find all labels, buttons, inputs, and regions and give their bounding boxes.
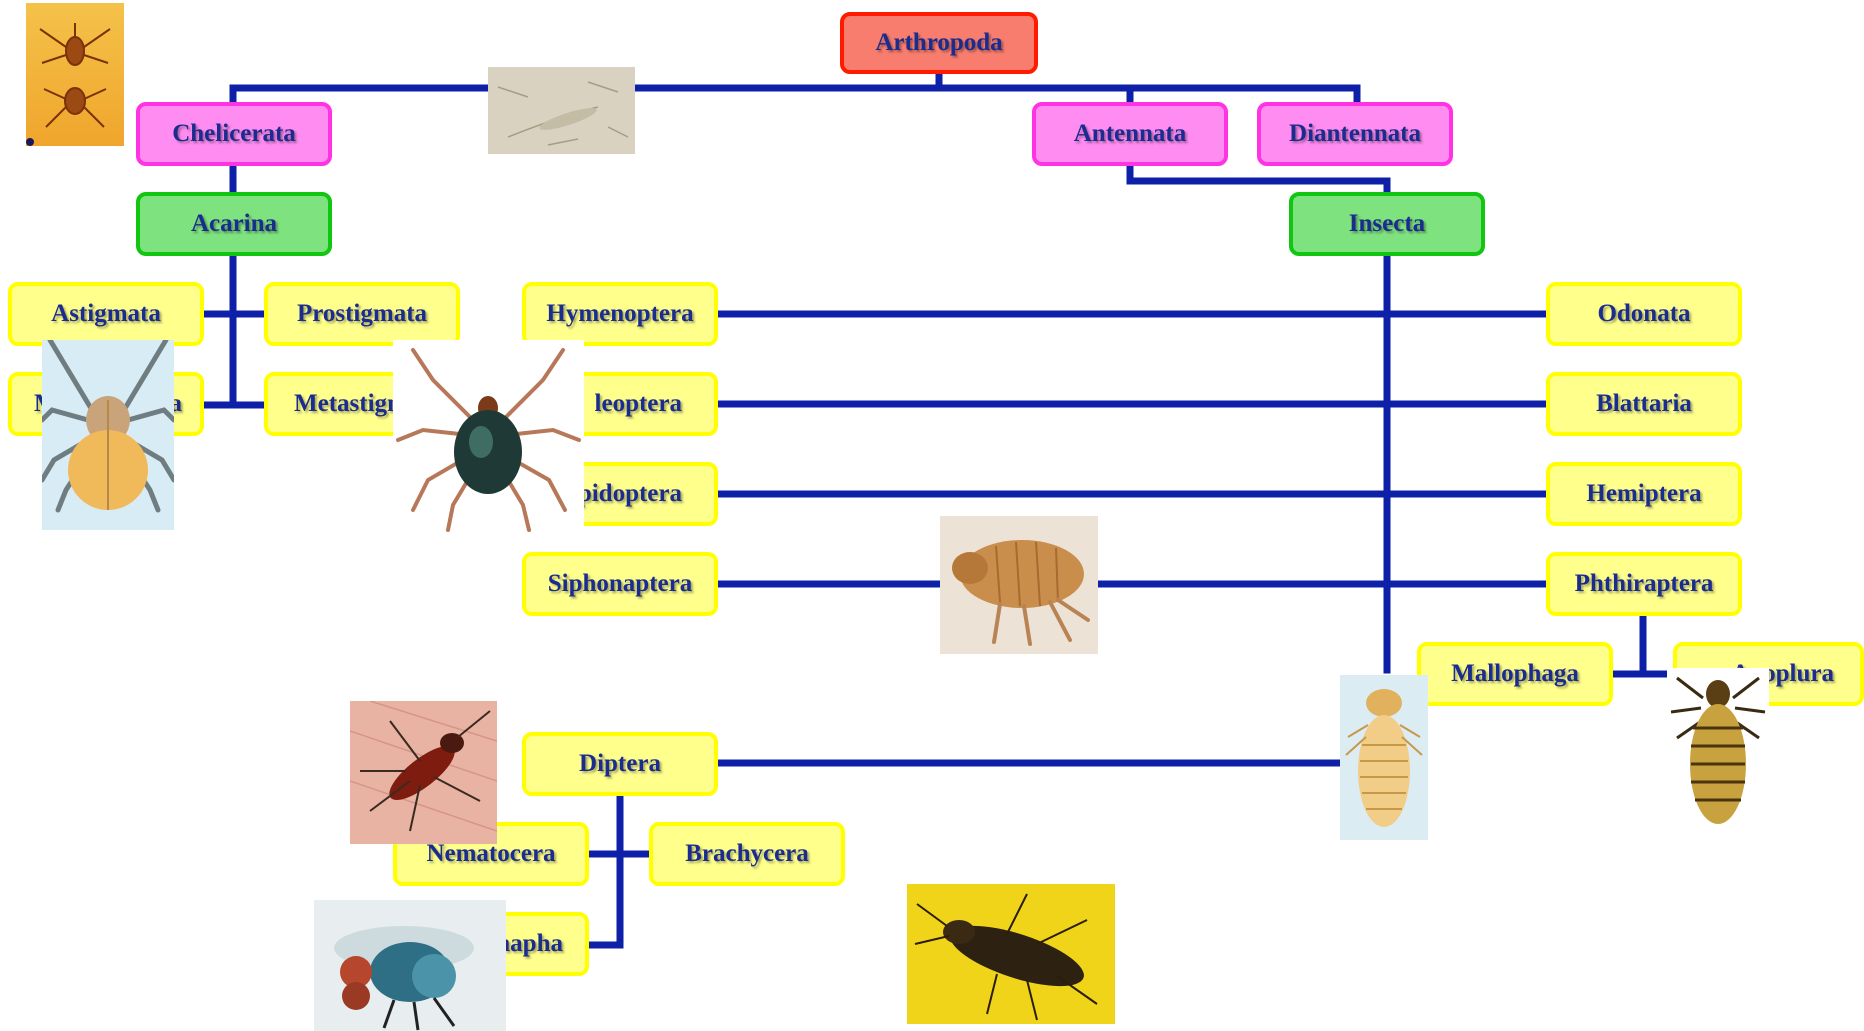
node-mallophaga: Mallophaga bbox=[1417, 642, 1613, 706]
biting-louse-photo bbox=[1340, 675, 1428, 840]
node-hymenoptera: Hymenoptera bbox=[522, 282, 718, 346]
node-arthropoda: Arthropoda bbox=[840, 12, 1038, 74]
connector-arthropoda bbox=[233, 72, 1357, 103]
node-diantennata: Diantennata bbox=[1257, 102, 1453, 166]
cockroach-photo bbox=[907, 884, 1115, 1024]
microscope-photo bbox=[488, 67, 635, 154]
sucking-louse-photo bbox=[1667, 668, 1769, 830]
node-chelicerata: Chelicerata bbox=[136, 102, 332, 166]
connector-phthiraptera bbox=[1614, 614, 1674, 674]
mosquito-photo bbox=[350, 701, 497, 844]
node-odonata: Odonata bbox=[1546, 282, 1742, 346]
mite-photo bbox=[42, 340, 174, 530]
bluebottle-fly-photo bbox=[314, 900, 506, 1031]
tick-photo bbox=[393, 340, 584, 532]
node-insecta: Insecta bbox=[1289, 192, 1485, 256]
node-acarina: Acarina bbox=[136, 192, 332, 256]
flea-photo bbox=[940, 516, 1098, 654]
connector-diptera bbox=[589, 794, 650, 945]
node-prostigmata: Prostigmata bbox=[264, 282, 460, 346]
node-hemiptera: Hemiptera bbox=[1546, 462, 1742, 526]
scorpion-photo bbox=[26, 3, 124, 146]
node-diptera: Diptera bbox=[522, 732, 718, 796]
node-phthiraptera: Phthiraptera bbox=[1546, 552, 1742, 616]
node-brachycera: Brachycera bbox=[649, 822, 845, 886]
node-siphonaptera: Siphonaptera bbox=[522, 552, 718, 616]
node-blattaria: Blattaria bbox=[1546, 372, 1742, 436]
node-astigmata: Astigmata bbox=[8, 282, 204, 346]
node-antennata: Antennata bbox=[1032, 102, 1228, 166]
